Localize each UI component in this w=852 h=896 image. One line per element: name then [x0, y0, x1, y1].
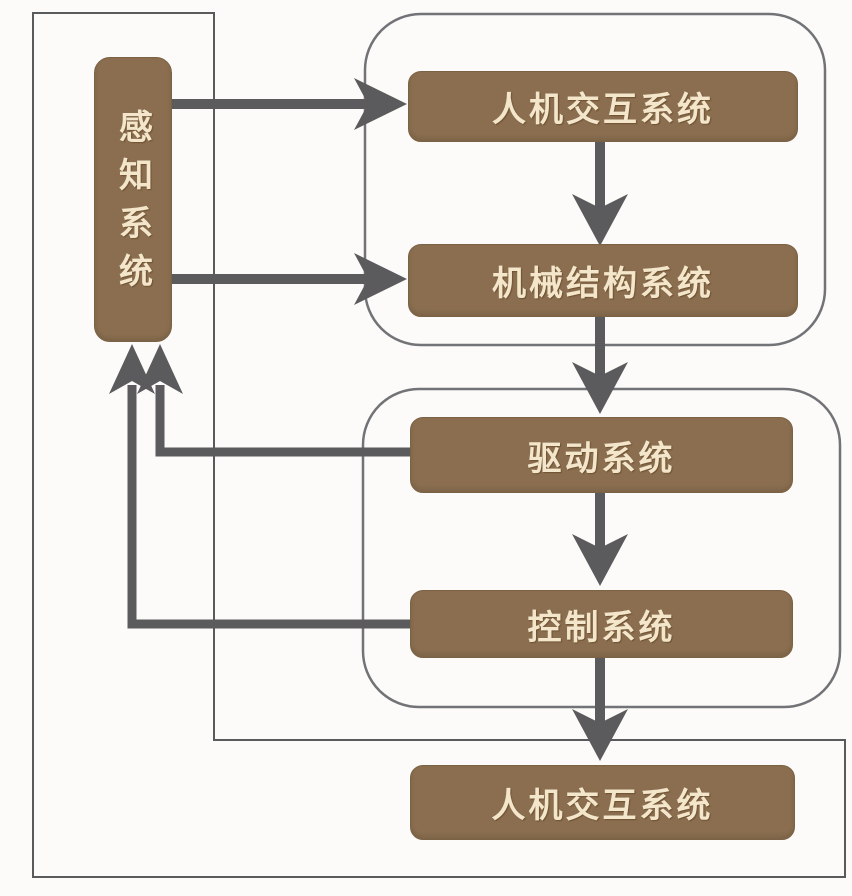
feedback-control-to-perception-line: [127, 385, 412, 629]
node-drive-label: 驱动系统: [527, 439, 676, 478]
node-human-machine-interaction-top: 人机交互系统: [408, 71, 798, 142]
arrow-right-icon: [354, 253, 407, 305]
node-drive-system: 驱动系统: [410, 417, 793, 493]
arrow-group: [109, 78, 628, 761]
node-perception-system: 感知系统: [94, 57, 172, 342]
node-perception-label: 感知系统: [113, 108, 152, 301]
node-mechanical-structure-system: 机械结构系统: [408, 244, 798, 317]
node-human-machine-interaction-bottom: 人机交互系统: [410, 765, 795, 840]
node-control-label: 控制系统: [527, 608, 676, 647]
node-control-system: 控制系统: [410, 590, 793, 658]
node-hmi-bottom-label: 人机交互系统: [491, 787, 714, 825]
node-hmi-top-label: 人机交互系统: [492, 91, 714, 129]
feedback-drive-to-perception-line: [155, 385, 410, 457]
arrow-up-icon: [109, 344, 155, 394]
outer-frame-line: [32, 12, 846, 878]
arrow-down-icon: [572, 709, 628, 761]
arrow-right-icon: [354, 78, 407, 130]
arrow-down-icon: [572, 194, 628, 246]
node-mechanical-label: 机械结构系统: [492, 265, 714, 303]
arrow-down-icon: [572, 534, 628, 586]
arrow-down-icon: [572, 362, 628, 414]
